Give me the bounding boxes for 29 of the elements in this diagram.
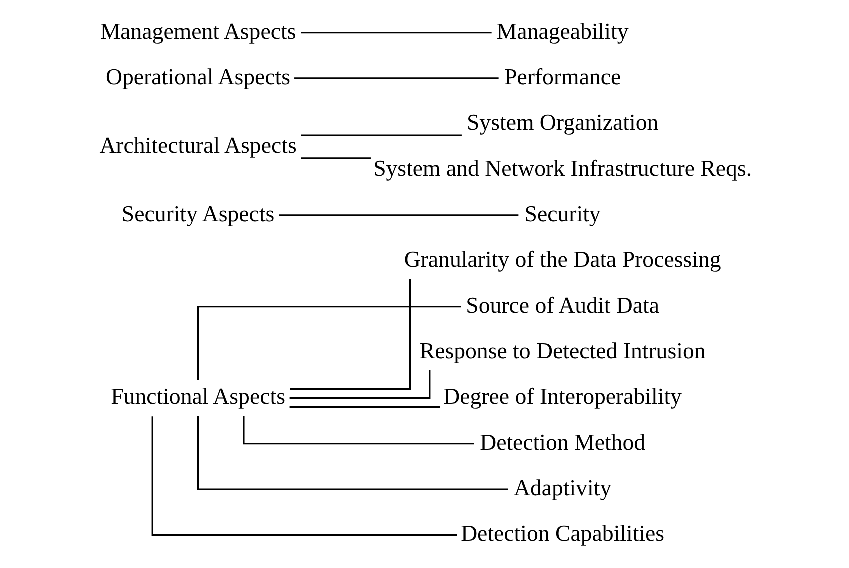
node-text: Functional Aspects [110,384,285,410]
connector [151,416,457,536]
node-text: Source of Audit Data [466,292,660,318]
node-text: Architectural Aspects [99,133,296,158]
connector [300,32,492,34]
node-text: Manageability [496,18,628,44]
node-text: Response to Detected Intrusion [419,338,706,364]
connector [196,306,461,380]
node-text: Detection Method [480,430,646,455]
connector [294,78,498,80]
node-text: Granularity of the Data Processing [404,247,721,272]
connector [242,416,474,445]
node-text: Management Aspects [100,18,296,44]
node-text: Detection Capabilities [460,521,664,546]
connector [290,280,411,390]
node-text: System Organization [466,110,658,136]
connector [278,214,518,216]
node-text: Degree of Interoperability [443,384,682,410]
connector [196,416,508,490]
node-text: Security [524,202,600,227]
node-text: Operational Aspects [106,64,290,90]
connector [300,134,462,136]
connector [300,158,370,160]
node-text: Adaptivity [513,476,612,501]
node-text: Security Aspects [121,202,274,227]
node-text: System and Network Infrastructure Reqs. [373,156,752,181]
node-text: Performance [504,64,621,90]
connector [289,370,430,399]
connector [289,406,440,408]
